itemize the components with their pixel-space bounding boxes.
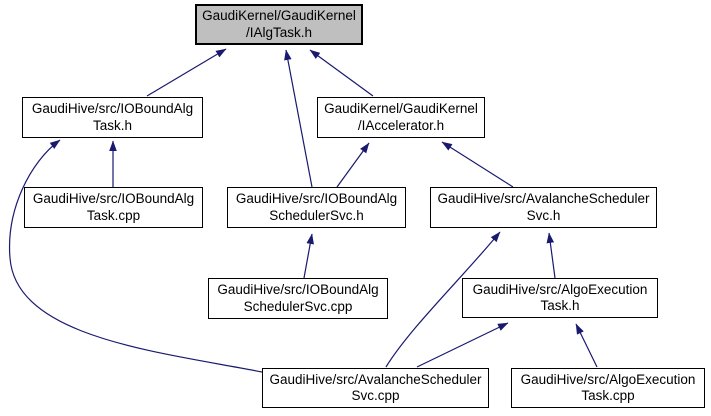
node-label-line: GaudiHive/src/AvalancheScheduler [437,191,650,206]
node-iaccelerator-h[interactable]: GaudiKernel/GaudiKernel /IAccelerator.h [317,97,485,138]
edge-ioschsvc-h-to-iaccel-h [336,142,370,188]
edge-avsch-cpp-to-iobound-h [8,139,263,373]
node-label-line: Task.cpp [581,388,635,403]
node-label-line: Svc.cpp [351,388,400,403]
node-ioboundalgschedulersvc-h[interactable]: GaudiHive/src/IOBoundAlg SchedulerSvc.h [227,187,406,228]
node-algoexecutiontask-cpp[interactable]: GaudiHive/src/AlgoExecution Task.cpp [511,368,705,408]
node-label-line: /IAlgTask.h [245,24,313,40]
node-label-line: GaudiHive/src/AlgoExecution [472,281,648,297]
node-ioboundalgschedulersvc-cpp[interactable]: GaudiHive/src/IOBoundAlg SchedulerSvc.cp… [208,278,388,319]
node-label-line: /IAccelerator.h [357,117,445,133]
node-label-line: GaudiHive/src/AlgoExecution [520,371,696,387]
node-label-line: SchedulerSvc.cpp [243,298,353,314]
node-label-line: Task.h [540,298,580,313]
node-label-line: GaudiKernel/GaudiKernel [202,8,356,23]
node-label-line: GaudiHive/src/IOBoundAlg [217,282,379,297]
node-label-line: GaudiKernel/GaudiKernel [324,101,478,116]
edge-algoexec-cpp-to-algoexec-h [575,323,598,368]
node-label-line: GaudiHive/src/IOBoundAlg [235,191,398,206]
edge-avsch-cpp-to-algoexec-h [416,322,509,368]
edge-ioschsvc-h-to-ialgtask-h [284,49,313,188]
node-ioboundalgtask-h[interactable]: GaudiHive/src/IOBoundAlg Task.h [22,97,203,138]
node-ialgtask-h[interactable]: GaudiKernel/GaudiKernel /IAlgTask.h [195,4,363,45]
edge-avsch-cpp-to-avsch-h [385,231,501,368]
node-algoexecutiontask-h[interactable]: GaudiHive/src/AlgoExecution Task.h [462,278,658,318]
edge-ioschsvc-cpp-to-ioschsvc-h [303,233,314,279]
node-avalancheschedulersvc-cpp[interactable]: GaudiHive/src/AvalancheScheduler Svc.cpp [262,368,489,408]
edge-iaccel-h-to-ialgtask-h [309,49,374,97]
node-label-line: SchedulerSvc.h [269,207,364,223]
edge-algoexec-h-to-avsch-h [546,232,556,279]
node-avalancheschedulersvc-h[interactable]: GaudiHive/src/AvalancheScheduler Svc.h [430,187,657,228]
edge-avsch-h-to-iaccel-h [441,141,514,188]
edge-iobound-h-to-ialgtask-h [146,48,227,97]
node-label-line: Task.h [92,117,133,133]
node-label-line: GaudiHive/src/AvalancheScheduler [269,371,482,387]
node-label-line: Svc.h [526,207,561,223]
node-label-line: Task.cpp [86,207,141,223]
node-label-line: GaudiHive/src/IOBoundAlg [31,101,194,116]
node-label-line: GaudiHive/src/IOBoundAlg [32,191,195,206]
node-ioboundalgtask-cpp[interactable]: GaudiHive/src/IOBoundAlg Task.cpp [24,187,203,228]
